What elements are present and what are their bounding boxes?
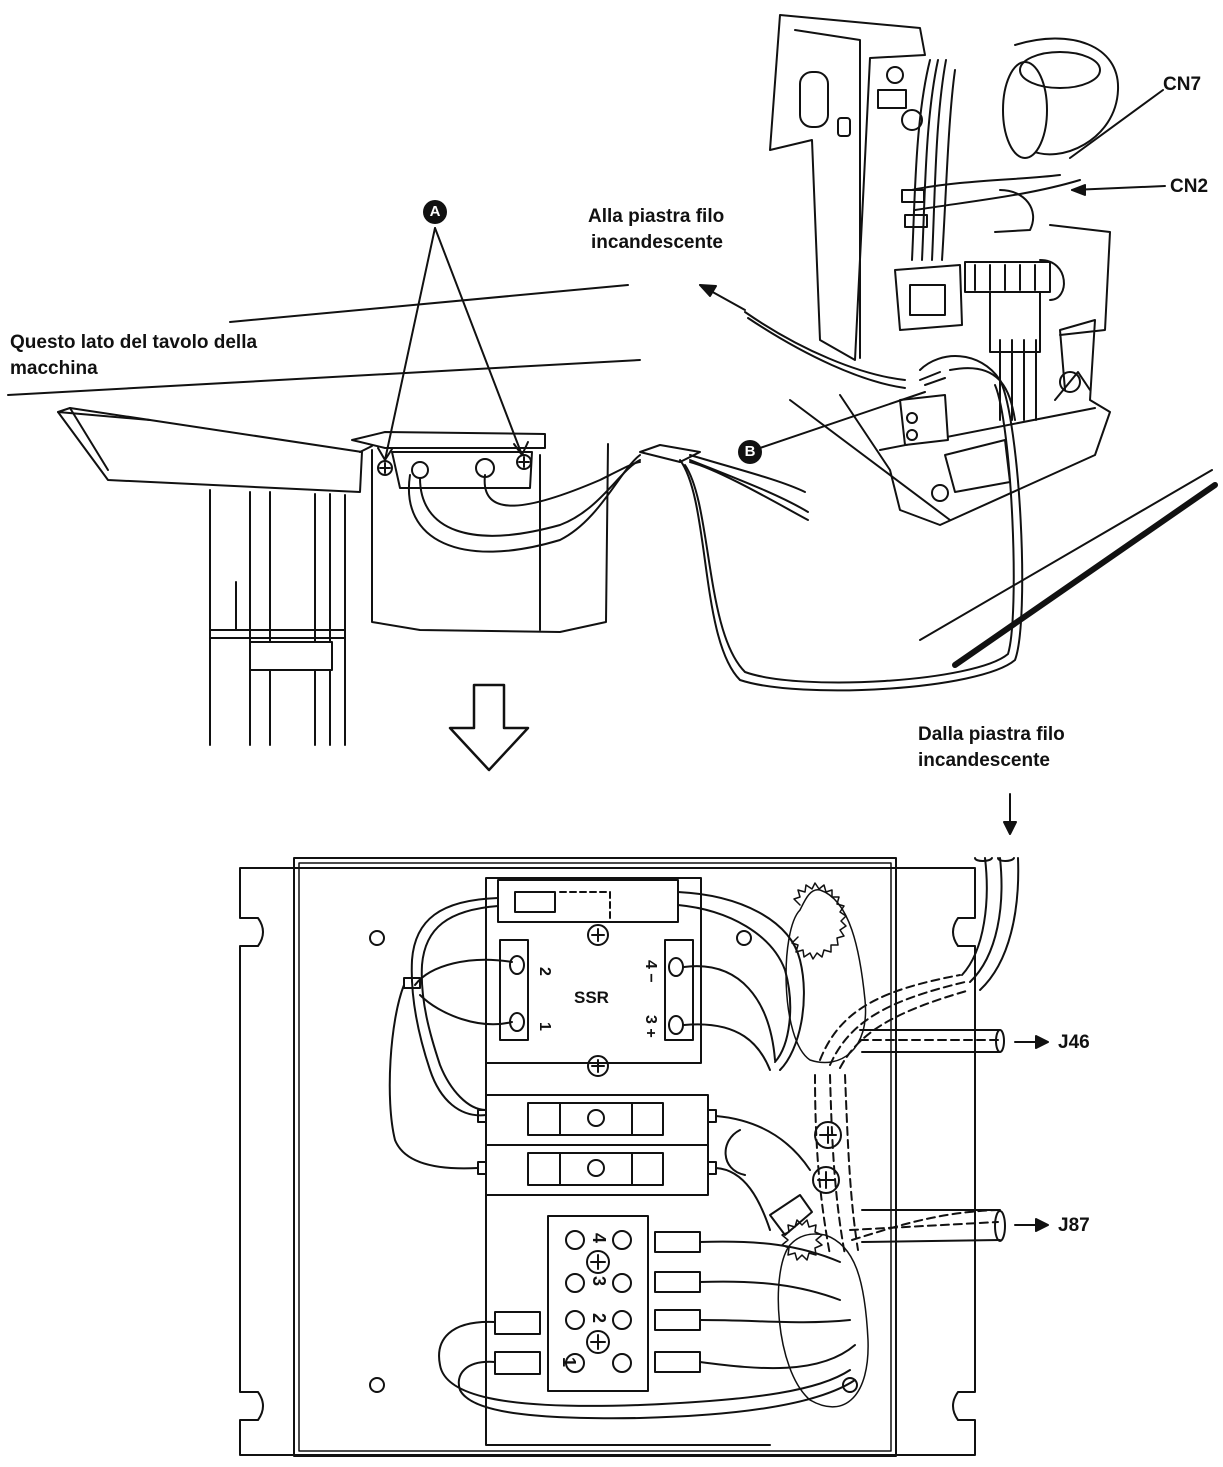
ssr-terminal-2: 2 [536, 967, 553, 976]
label-from-hot-wire-line2: incandescente [918, 749, 1050, 771]
callout-a: A [423, 200, 447, 224]
label-from-hot-wire-plate: Dalla piastra filo incandescente [918, 722, 1065, 773]
label-j46: J46 [1058, 1032, 1090, 1053]
terminal-block-1: 1 [559, 1357, 579, 1367]
label-table-side-line2: macchina [10, 357, 98, 379]
label-table-side-line1: Questo lato del tavolo della [10, 332, 258, 353]
ssr-terminal-3: 3 + [642, 1015, 659, 1038]
label-to-hot-wire-line1: Alla piastra filo [588, 206, 725, 227]
ssr-label: SSR [574, 988, 609, 1007]
internal-wiring [388, 857, 1020, 1420]
terminal-block-3: 3 [589, 1276, 609, 1286]
transition-arrow [448, 683, 530, 772]
label-to-hot-wire-plate: Alla piastra filo incandescente [588, 204, 724, 255]
top-leaders [377, 89, 1166, 461]
table-surface [7, 284, 1218, 668]
label-cn2: CN2 [1170, 176, 1209, 197]
label-to-hot-wire-line2: incandescente [591, 231, 723, 253]
label-j87: J87 [1058, 1215, 1090, 1236]
terminal-block-4: 4 [589, 1233, 609, 1243]
ssr-terminal-1: 1 [536, 1022, 553, 1031]
table-leg [209, 489, 346, 746]
label-table-side: Questo lato del tavolo della macchina [10, 330, 257, 381]
callout-b: B [738, 440, 762, 464]
fuse-holders [477, 1094, 717, 1196]
cable-grommets [777, 882, 869, 1408]
output-arrows [1014, 1035, 1049, 1232]
machine-head [744, 14, 1120, 526]
ssr-terminal-4: 4 − [642, 960, 659, 983]
control-box [351, 355, 1024, 692]
label-cn7: CN7 [1163, 74, 1202, 95]
ground-screws [769, 1121, 842, 1236]
ssr-module [485, 877, 702, 1077]
terminal-block-2: 2 [589, 1313, 609, 1323]
label-from-hot-wire-line1: Dalla piastra filo [918, 724, 1065, 745]
table-bracket [57, 407, 373, 493]
from-hot-wire-arrow [1003, 793, 1017, 835]
